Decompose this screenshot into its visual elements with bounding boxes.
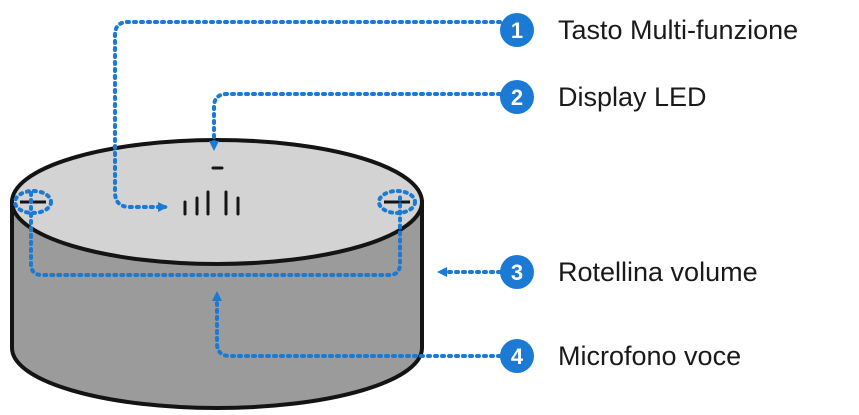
callout-badges: 1 2 3 4	[500, 13, 534, 373]
badge-3-number: 3	[511, 260, 523, 285]
mic-loop-line	[29, 191, 402, 277]
mic-left-ring	[13, 189, 53, 215]
led-display	[183, 166, 240, 216]
badge-2: 2	[500, 80, 534, 114]
leader-lines	[13, 20, 502, 358]
badge-1: 1	[500, 13, 534, 47]
badge-2-number: 2	[511, 85, 523, 110]
callout-label-3: Rotellina volume	[558, 257, 758, 287]
callout-label-2: Display LED	[558, 82, 707, 112]
badge-4-number: 4	[511, 344, 524, 369]
callout-label-1: Tasto Multi-funzione	[558, 15, 799, 45]
badge-3: 3	[500, 255, 534, 289]
badge-1-number: 1	[511, 18, 523, 43]
speaker-top	[10, 138, 424, 266]
leader-line-1	[113, 20, 502, 212]
badge-4: 4	[500, 339, 534, 373]
leader-line-2	[209, 92, 502, 151]
callout-label-4: Microfono voce	[558, 341, 742, 371]
mic-right-ring	[377, 189, 417, 215]
leader-line-4	[212, 291, 502, 358]
